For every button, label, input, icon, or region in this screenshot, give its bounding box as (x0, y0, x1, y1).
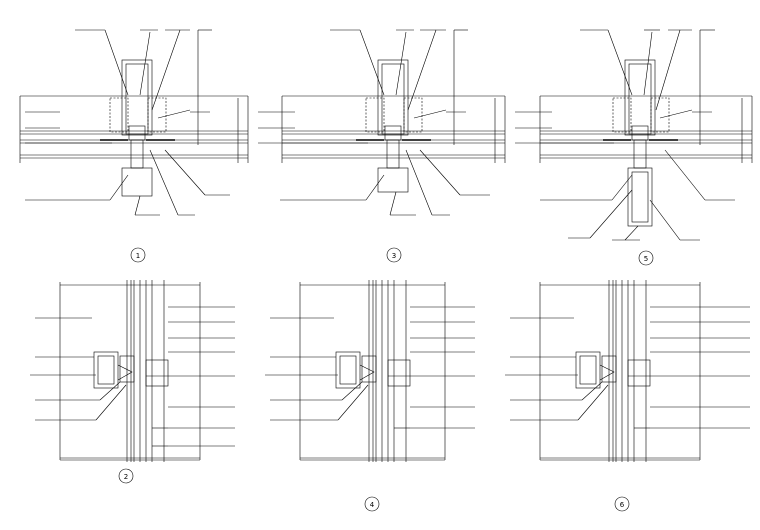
detail-label: 1 (136, 252, 140, 260)
detail-label: 5 (644, 255, 648, 263)
detail-label: 3 (392, 252, 396, 260)
detail-label: 4 (370, 501, 375, 509)
detail-bubble (614, 496, 630, 512)
vertical-section-detail-2 (30, 280, 235, 462)
detail-label: 6 (620, 501, 625, 509)
detail-bubble (638, 250, 654, 266)
vertical-section-detail-6 (505, 280, 750, 462)
vertical-section-detail-4 (265, 280, 475, 462)
horizontal-section-detail-5 (515, 29, 753, 241)
horizontal-section-detail-3 (258, 29, 506, 216)
detail-bubble (118, 468, 134, 484)
detail-bubble (130, 247, 146, 263)
detail-bubble (386, 247, 402, 263)
horizontal-section-detail-1 (19, 29, 249, 216)
detail-bubble (364, 496, 380, 512)
detail-label: 2 (124, 473, 128, 481)
